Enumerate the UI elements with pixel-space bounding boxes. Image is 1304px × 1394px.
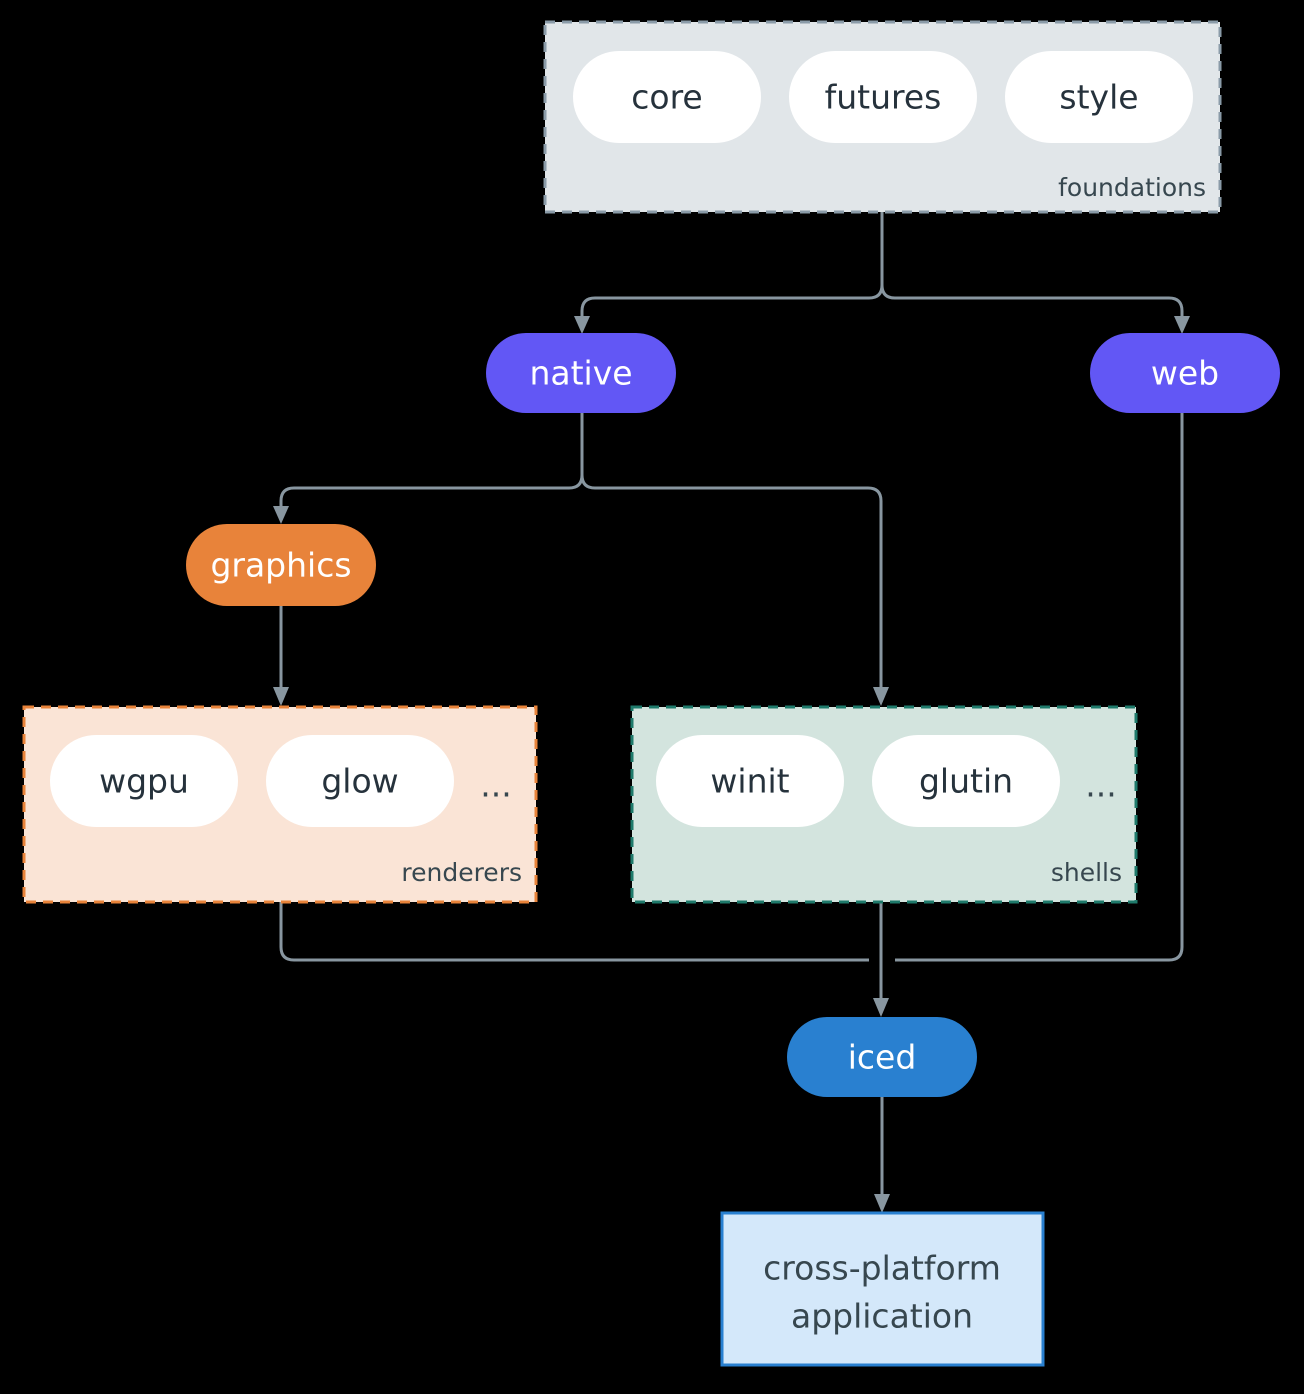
node-web-shape: [1090, 333, 1280, 413]
node-web[interactable]: web: [1090, 333, 1280, 413]
box-cross-platform-application-shape: [720, 1211, 1045, 1367]
edge-native-to-shells: [580, 474, 883, 690]
group-foundations-label: foundations: [1058, 173, 1206, 202]
node-native-shape: [486, 333, 676, 413]
pill-glutin-label: glutin: [919, 762, 1013, 801]
arrowhead-native-top: [574, 316, 590, 334]
pill-futures[interactable]: futures: [789, 51, 977, 143]
pill-futures-label: futures: [825, 78, 942, 117]
pill-style-label: style: [1059, 78, 1138, 117]
edge-web-to-merge: [895, 413, 1184, 962]
node-graphics-shape: [186, 524, 376, 606]
pill-core-shape: [573, 51, 761, 143]
shells-ellipsis: ...: [1085, 766, 1116, 805]
pill-glow-shape: [266, 735, 454, 827]
pill-winit-label: winit: [710, 762, 789, 801]
pill-glow-label: glow: [321, 762, 398, 801]
node-native[interactable]: native: [486, 333, 676, 413]
edge-foundations-to-native: [580, 284, 884, 322]
node-graphics[interactable]: graphics: [186, 524, 376, 606]
node-iced[interactable]: iced: [787, 1017, 977, 1097]
arrowhead-application-top: [874, 1194, 890, 1213]
group-renderers[interactable]: wgpu glow ... renderers: [22, 705, 538, 904]
arrowhead-web-top: [1174, 316, 1190, 334]
pill-core[interactable]: core: [573, 51, 761, 143]
box-application-line-2: application: [791, 1297, 973, 1336]
edge-foundations-to-web: [880, 284, 1184, 322]
arrowhead-renderers-top: [273, 687, 289, 706]
group-renderers-label: renderers: [401, 858, 522, 887]
pill-glutin[interactable]: glutin: [872, 735, 1060, 827]
pill-style-shape: [1005, 51, 1193, 143]
pill-winit[interactable]: winit: [656, 735, 844, 827]
pill-wgpu-label: wgpu: [99, 762, 189, 801]
pill-wgpu[interactable]: wgpu: [50, 735, 238, 827]
box-application-line-1: cross-platform: [763, 1249, 1001, 1288]
node-web-label: web: [1151, 354, 1219, 393]
pill-winit-shape: [656, 735, 844, 827]
pill-core-label: core: [631, 78, 702, 117]
pill-glutin-shape: [872, 735, 1060, 827]
box-cross-platform-application[interactable]: cross-platform application: [720, 1211, 1045, 1367]
group-shells-label: shells: [1051, 858, 1122, 887]
node-graphics-label: graphics: [210, 546, 351, 585]
arrowhead-graphics-top: [273, 506, 289, 524]
node-native-label: native: [529, 354, 632, 393]
pill-glow[interactable]: glow: [266, 735, 454, 827]
renderers-ellipsis: ...: [480, 766, 511, 805]
arrowhead-iced-top: [873, 998, 889, 1017]
node-iced-shape: [787, 1017, 977, 1097]
pill-style[interactable]: style: [1005, 51, 1193, 143]
edge-native-to-graphics: [279, 474, 584, 512]
group-foundations[interactable]: core futures style foundations: [543, 20, 1222, 214]
node-iced-label: iced: [848, 1038, 917, 1077]
group-shells[interactable]: winit glutin ... shells: [630, 705, 1138, 904]
edge-renderers-to-merge: [279, 902, 869, 962]
pill-futures-shape: [789, 51, 977, 143]
arrowhead-shells-top: [873, 687, 889, 706]
pill-wgpu-shape: [50, 735, 238, 827]
